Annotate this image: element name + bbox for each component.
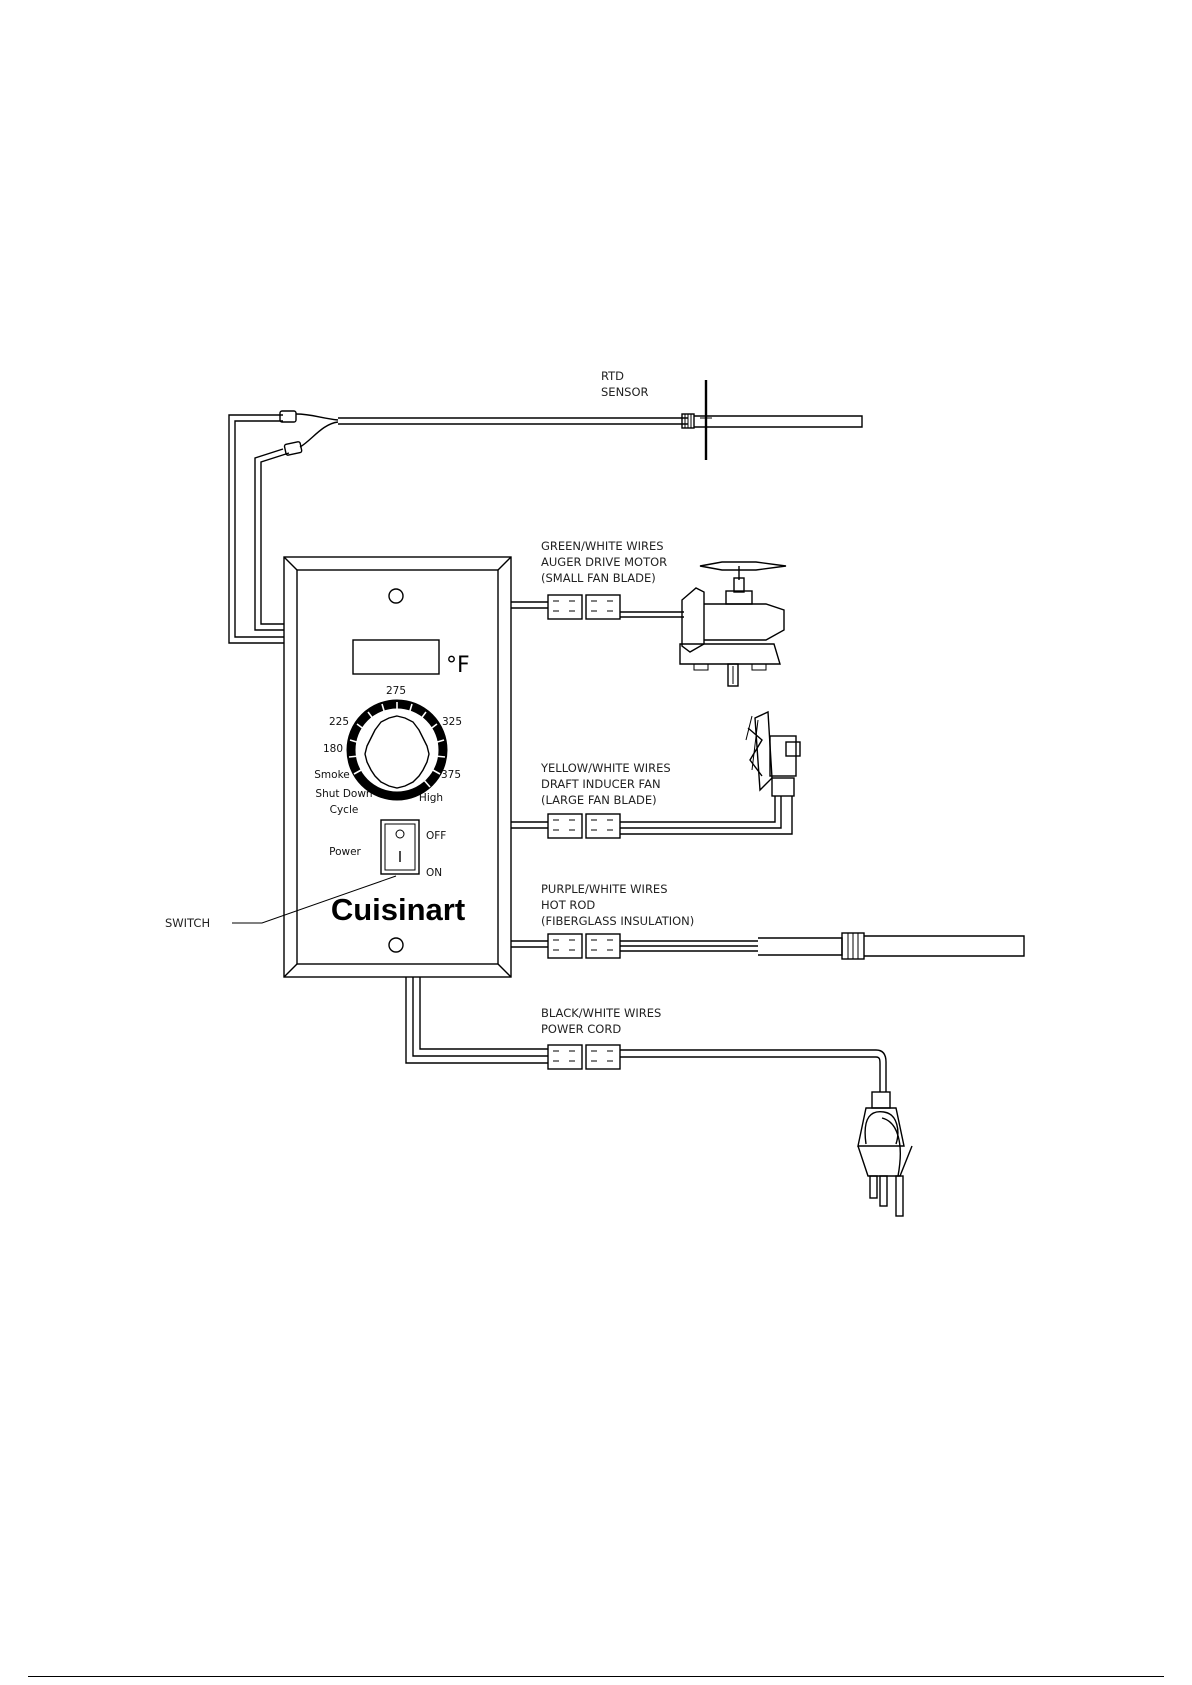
svg-text:RTD: RTD — [601, 369, 624, 383]
svg-text:Smoke: Smoke — [314, 769, 349, 781]
draft-fan-icon — [746, 712, 800, 796]
power-cord-label: BLACK/WHITE WIRES POWER CORD — [541, 1006, 661, 1036]
svg-text:HOT ROD: HOT ROD — [541, 898, 595, 912]
svg-text:325: 325 — [442, 716, 462, 728]
svg-text:DRAFT INDUCER FAN: DRAFT INDUCER FAN — [541, 777, 661, 791]
hot-rod-harness — [511, 933, 1024, 959]
svg-text:(SMALL FAN BLADE): (SMALL FAN BLADE) — [541, 571, 656, 585]
footer-rule — [28, 1676, 1164, 1677]
control-panel: °F 275 225 325 180 Smoke 375 Shut Down C… — [284, 557, 511, 977]
svg-text:225: 225 — [329, 716, 349, 728]
power-cord-harness — [406, 977, 886, 1092]
svg-text:AUGER DRIVE MOTOR: AUGER DRIVE MOTOR — [541, 555, 667, 569]
svg-text:180: 180 — [323, 743, 343, 755]
svg-text:BLACK/WHITE WIRES: BLACK/WHITE WIRES — [541, 1006, 661, 1020]
svg-text:PURPLE/WHITE WIRES: PURPLE/WHITE WIRES — [541, 882, 668, 896]
svg-text:375: 375 — [441, 769, 461, 781]
svg-text:SWITCH: SWITCH — [165, 916, 210, 930]
on-label: ON — [426, 867, 442, 879]
svg-text:Shut Down: Shut Down — [315, 788, 372, 800]
auger-harness — [511, 595, 684, 619]
auger-label: GREEN/WHITE WIRES AUGER DRIVE MOTOR (SMA… — [541, 539, 667, 585]
rtd-sensor — [229, 380, 862, 643]
svg-text:YELLOW/WHITE WIRES: YELLOW/WHITE WIRES — [540, 761, 671, 775]
svg-text:(FIBERGLASS INSULATION): (FIBERGLASS INSULATION) — [541, 914, 694, 928]
svg-text:Cycle: Cycle — [330, 804, 359, 816]
svg-text:High: High — [419, 792, 443, 804]
plug-icon — [858, 1092, 912, 1216]
temperature-dial[interactable] — [349, 702, 445, 796]
svg-text:275: 275 — [386, 685, 406, 697]
power-switch[interactable] — [381, 820, 419, 874]
mounting-hole-bottom — [389, 938, 403, 952]
draft-label: YELLOW/WHITE WIRES DRAFT INDUCER FAN (LA… — [540, 761, 671, 807]
power-label: Power — [329, 846, 361, 858]
off-label: OFF — [426, 830, 446, 842]
rtd-label: RTD SENSOR — [601, 369, 649, 399]
svg-text:(LARGE FAN BLADE): (LARGE FAN BLADE) — [541, 793, 657, 807]
unit-label: °F — [446, 653, 470, 678]
hotrod-label: PURPLE/WHITE WIRES HOT ROD (FIBERGLASS I… — [541, 882, 694, 928]
svg-text:SENSOR: SENSOR — [601, 385, 649, 399]
svg-text:POWER CORD: POWER CORD — [541, 1022, 621, 1036]
auger-motor-icon — [680, 562, 786, 686]
brand-logo: Cuisinart — [331, 892, 465, 927]
mounting-hole-top — [389, 589, 403, 603]
temperature-display — [353, 640, 439, 674]
svg-text:GREEN/WHITE WIRES: GREEN/WHITE WIRES — [541, 539, 664, 553]
